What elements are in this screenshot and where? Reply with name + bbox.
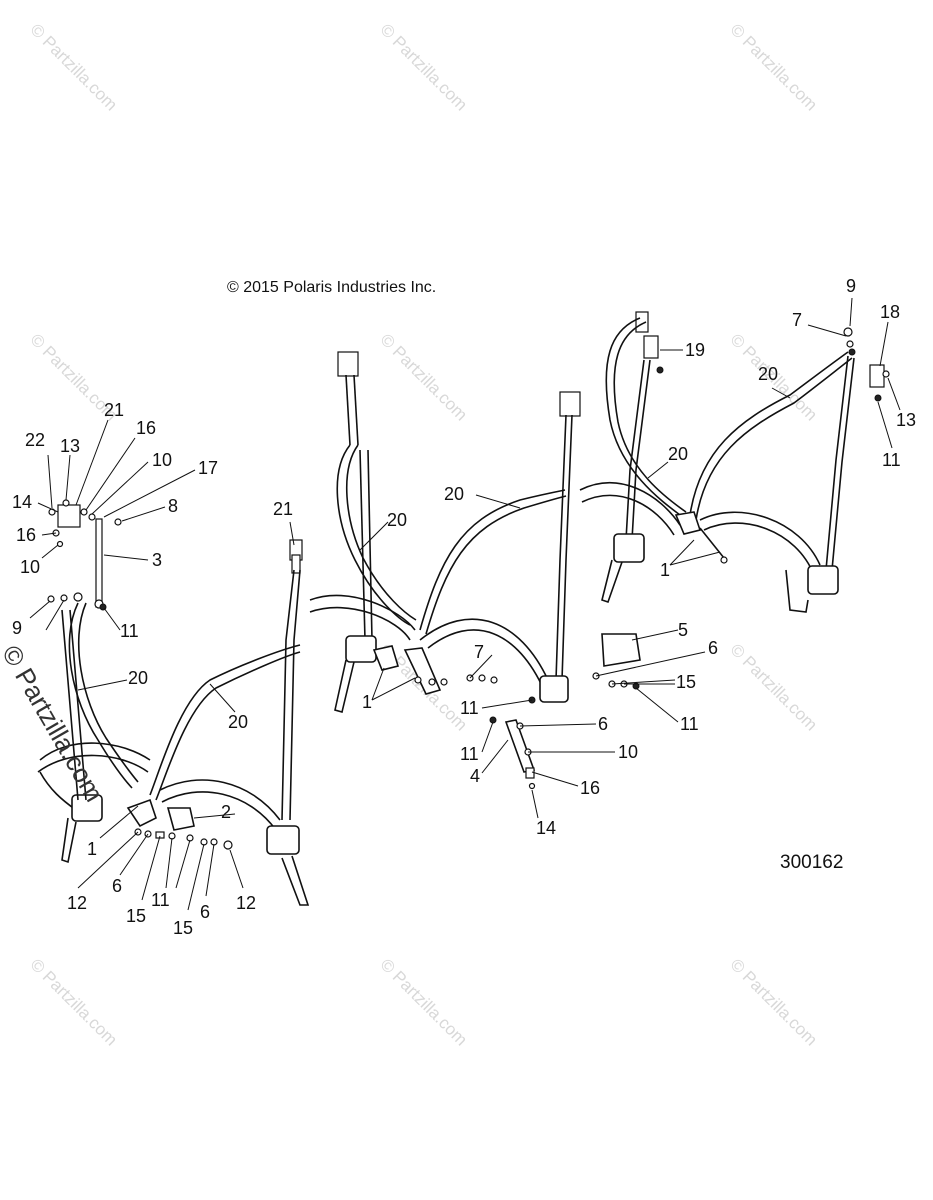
middle-belt-assembly bbox=[309, 351, 641, 790]
callout-10: 10 bbox=[20, 557, 40, 577]
upper-bracket-left bbox=[48, 499, 96, 548]
callout-22: 22 bbox=[25, 430, 45, 450]
callout-10: 10 bbox=[618, 742, 638, 762]
callout-leaders bbox=[29, 297, 901, 911]
callout-10: 10 bbox=[152, 450, 172, 470]
callout-16: 16 bbox=[580, 778, 600, 798]
callout-1: 1 bbox=[660, 560, 670, 580]
callout-labels: 22 13 21 16 10 17 8 14 16 10 3 9 11 20 2… bbox=[12, 276, 916, 938]
callout-18: 18 bbox=[880, 302, 900, 322]
callout-19: 19 bbox=[685, 340, 705, 360]
callout-9: 9 bbox=[846, 276, 856, 296]
callout-20: 20 bbox=[128, 668, 148, 688]
callout-6: 6 bbox=[598, 714, 608, 734]
callout-21: 21 bbox=[273, 499, 293, 519]
callout-17: 17 bbox=[198, 458, 218, 478]
callout-20: 20 bbox=[444, 484, 464, 504]
callout-9: 9 bbox=[12, 618, 22, 638]
callout-14: 14 bbox=[12, 492, 32, 512]
left-belt-assembly bbox=[37, 499, 310, 906]
callout-1: 1 bbox=[362, 692, 372, 712]
callout-11: 11 bbox=[460, 698, 479, 718]
callout-15: 15 bbox=[173, 918, 193, 938]
copyright-notice: © 2015 Polaris Industries Inc. bbox=[227, 279, 437, 296]
callout-6: 6 bbox=[112, 876, 122, 896]
callout-4: 4 bbox=[470, 766, 480, 786]
right-belt-assembly bbox=[579, 311, 890, 613]
callout-6: 6 bbox=[200, 902, 210, 922]
callout-2: 2 bbox=[221, 802, 231, 822]
callout-16: 16 bbox=[136, 418, 156, 438]
callout-7: 7 bbox=[792, 310, 802, 330]
callout-13: 13 bbox=[896, 410, 916, 430]
callout-14: 14 bbox=[536, 818, 556, 838]
callout-3: 3 bbox=[152, 550, 162, 570]
callout-15: 15 bbox=[676, 672, 696, 692]
callout-11: 11 bbox=[120, 621, 139, 641]
callout-16: 16 bbox=[16, 525, 36, 545]
callout-20: 20 bbox=[387, 510, 407, 530]
callout-7: 7 bbox=[474, 642, 484, 662]
strap-3 bbox=[95, 518, 103, 608]
callout-12: 12 bbox=[236, 893, 256, 913]
callout-5: 5 bbox=[678, 620, 688, 640]
callout-13: 13 bbox=[60, 436, 80, 456]
callout-11: 11 bbox=[151, 890, 170, 910]
callout-11: 11 bbox=[680, 714, 699, 734]
callout-21: 21 bbox=[104, 400, 124, 420]
diagram-id: 300162 bbox=[780, 852, 844, 873]
callout-20: 20 bbox=[228, 712, 248, 732]
callout-8: 8 bbox=[168, 496, 178, 516]
callout-6: 6 bbox=[708, 638, 718, 658]
callout-20: 20 bbox=[668, 444, 688, 464]
callout-12: 12 bbox=[67, 893, 87, 913]
callout-11: 11 bbox=[882, 450, 901, 470]
callout-11: 11 bbox=[460, 744, 479, 764]
callout-20: 20 bbox=[758, 364, 778, 384]
callout-15: 15 bbox=[126, 906, 146, 926]
callout-1: 1 bbox=[87, 839, 97, 859]
